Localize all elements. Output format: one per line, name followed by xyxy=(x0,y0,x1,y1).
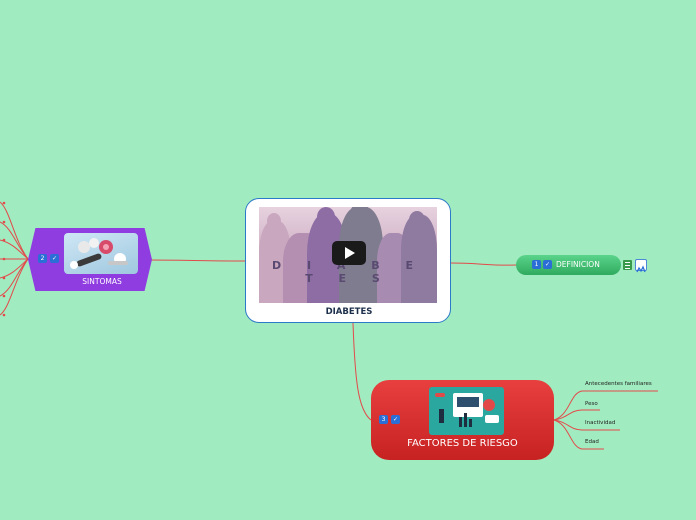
topic-definicion[interactable]: 1 ✓ DEFINICION xyxy=(516,255,621,275)
connector-sintomas xyxy=(149,259,246,262)
topic-label: SINTOMAS xyxy=(82,277,122,286)
checkmark-icon: ✓ xyxy=(50,254,59,263)
topic-sintomas[interactable]: 2 ✓ SINTOMAS xyxy=(28,228,152,291)
central-topic-label: DIABETES xyxy=(325,307,373,317)
subtopic-peso[interactable]: Peso xyxy=(585,401,598,407)
image-caption-text: D I A B E T E S xyxy=(272,259,424,285)
checkmark-icon: ✓ xyxy=(543,260,552,269)
play-video-button[interactable] xyxy=(332,241,366,265)
subtopic-inactividad[interactable]: Inactividad xyxy=(585,420,616,426)
topic-label: FACTORES DE RIESGO xyxy=(407,438,518,449)
sintomas-image xyxy=(64,233,138,274)
checkmark-icon: ✓ xyxy=(391,415,400,424)
connector-definicion xyxy=(450,262,517,266)
topic-number-badge: 2 xyxy=(38,254,47,263)
link-map-icon[interactable] xyxy=(635,259,647,273)
subtopic-edad[interactable]: Edad xyxy=(585,439,599,445)
sintomas-branches xyxy=(0,201,29,316)
central-topic-diabetes[interactable]: D I A B E T E S DIABETES xyxy=(245,198,451,323)
subtopic-antecedentes-familiares[interactable]: Antecedentes familiares xyxy=(585,381,652,387)
topic-number-badge: 1 xyxy=(532,260,541,269)
note-icon[interactable] xyxy=(623,260,632,270)
topic-number-badge: 3 xyxy=(379,415,388,424)
sintomas-leaf-dots xyxy=(2,201,6,317)
factores-image xyxy=(429,387,504,435)
factores-branches xyxy=(553,390,658,450)
topic-factores-de-riesgo[interactable]: 3 ✓ FACTORES DE RIESGO xyxy=(371,380,554,460)
topic-label: DEFINICION xyxy=(556,260,600,269)
connector-factores xyxy=(352,322,372,421)
diabetes-image: D I A B E T E S xyxy=(259,207,437,303)
